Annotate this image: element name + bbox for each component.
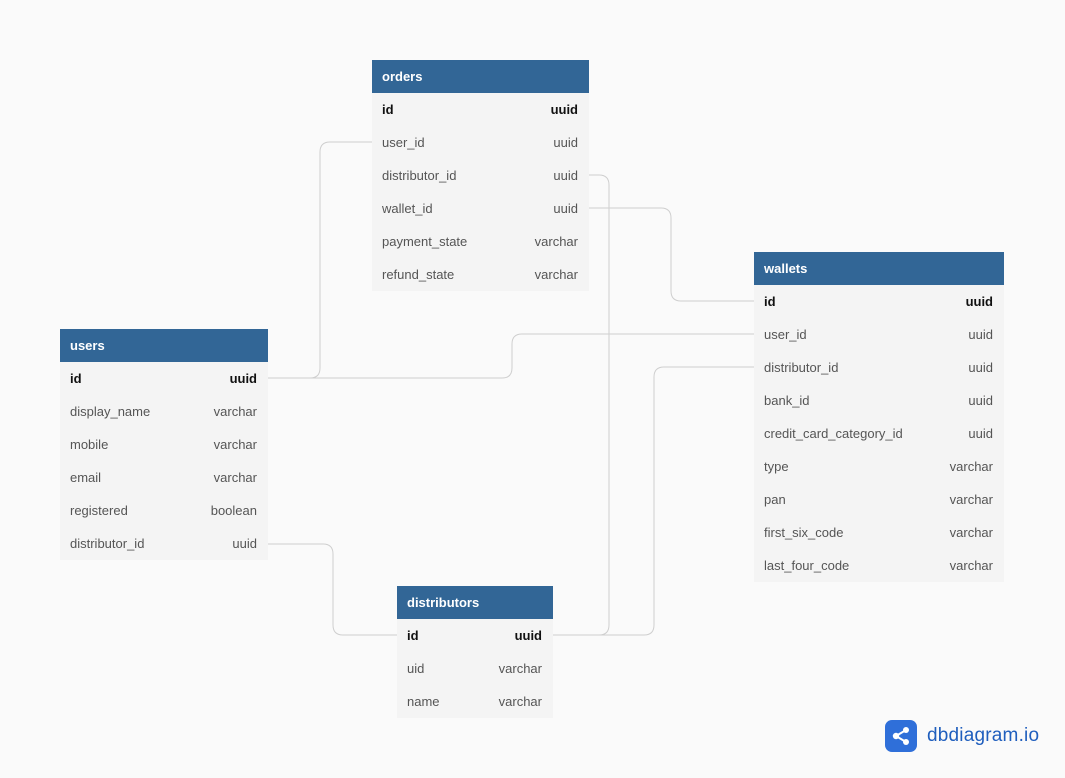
field-row-mobile[interactable]: mobile varchar <box>60 428 268 461</box>
field-type: varchar <box>534 267 578 282</box>
field-type: uuid <box>514 628 542 643</box>
field-name: distributor_id <box>764 360 839 375</box>
field-name: email <box>70 470 102 485</box>
field-name: mobile <box>70 437 109 452</box>
field-row-bank-id[interactable]: bank_id uuid <box>754 384 1004 417</box>
table-orders[interactable]: orders id uuid user_id uuid distributor_… <box>372 60 589 291</box>
rel-wallets-user-id-to-users-id <box>268 333 754 379</box>
field-name: name <box>407 694 440 709</box>
field-row-wallet-id[interactable]: wallet_id uuid <box>372 192 589 225</box>
field-type: varchar <box>534 234 578 249</box>
field-name: distributor_id <box>70 536 145 551</box>
field-type: varchar <box>498 694 542 709</box>
table-header-users[interactable]: users <box>60 329 268 362</box>
rel-orders-wallet-id-to-wallets-id <box>589 207 754 302</box>
field-row-payment-state[interactable]: payment_state varchar <box>372 225 589 258</box>
field-name: user_id <box>382 135 425 150</box>
field-type: varchar <box>949 492 993 507</box>
field-name: payment_state <box>382 234 468 249</box>
table-title: orders <box>382 69 423 84</box>
field-name: id <box>382 102 394 117</box>
table-distributors[interactable]: distributors id uuid uid varchar name va… <box>397 586 553 718</box>
field-type: varchar <box>949 525 993 540</box>
field-row-id[interactable]: id uuid <box>397 619 553 652</box>
field-type: varchar <box>213 404 257 419</box>
field-name: refund_state <box>382 267 455 282</box>
field-row-registered[interactable]: registered boolean <box>60 494 268 527</box>
field-type: varchar <box>949 558 993 573</box>
field-name: registered <box>70 503 128 518</box>
field-type: varchar <box>498 661 542 676</box>
table-wallets[interactable]: wallets id uuid user_id uuid distributor… <box>754 252 1004 582</box>
field-type: uuid <box>968 360 993 375</box>
field-type: uuid <box>965 294 993 309</box>
table-header-distributors[interactable]: distributors <box>397 586 553 619</box>
field-row-email[interactable]: email varchar <box>60 461 268 494</box>
field-type: boolean <box>210 503 257 518</box>
field-type: varchar <box>949 459 993 474</box>
field-name: wallet_id <box>382 201 433 216</box>
field-name: id <box>70 371 82 386</box>
field-row-id[interactable]: id uuid <box>60 362 268 395</box>
field-type: uuid <box>553 135 578 150</box>
field-type: uuid <box>553 168 578 183</box>
field-row-first-six-code[interactable]: first_six_code varchar <box>754 516 1004 549</box>
field-row-uid[interactable]: uid varchar <box>397 652 553 685</box>
field-row-distributor-id[interactable]: distributor_id uuid <box>372 159 589 192</box>
table-title: users <box>70 338 105 353</box>
rel-orders-user-id-to-users-id <box>268 141 372 379</box>
rel-orders-distributor-id-to-distributors-id <box>553 174 610 636</box>
field-name: bank_id <box>764 393 810 408</box>
field-name: user_id <box>764 327 807 342</box>
field-row-distributor-id[interactable]: distributor_id uuid <box>754 351 1004 384</box>
field-name: id <box>407 628 419 643</box>
brand-name: dbdiagram.io <box>927 725 1040 746</box>
field-type: uuid <box>553 201 578 216</box>
rel-wallets-distributor-id-to-distributors-id <box>553 366 754 636</box>
field-row-user-id[interactable]: user_id uuid <box>754 318 1004 351</box>
field-type: varchar <box>213 437 257 452</box>
share-nodes-icon <box>885 720 917 752</box>
field-row-user-id[interactable]: user_id uuid <box>372 126 589 159</box>
field-type: uuid <box>550 102 578 117</box>
field-name: id <box>764 294 776 309</box>
field-name: last_four_code <box>764 558 850 573</box>
field-row-pan[interactable]: pan varchar <box>754 483 1004 516</box>
field-name: credit_card_category_id <box>764 426 903 441</box>
field-type: varchar <box>213 470 257 485</box>
field-name: first_six_code <box>764 525 844 540</box>
table-header-orders[interactable]: orders <box>372 60 589 93</box>
field-type: uuid <box>968 393 993 408</box>
field-row-id[interactable]: id uuid <box>372 93 589 126</box>
field-row-display-name[interactable]: display_name varchar <box>60 395 268 428</box>
table-title: distributors <box>407 595 480 610</box>
table-users[interactable]: users id uuid display_name varchar mobil… <box>60 329 268 560</box>
field-type: uuid <box>968 327 993 342</box>
field-row-id[interactable]: id uuid <box>754 285 1004 318</box>
brand-watermark[interactable]: dbdiagram.io <box>885 719 1039 753</box>
field-row-name[interactable]: name varchar <box>397 685 553 718</box>
field-name: pan <box>764 492 786 507</box>
field-type: uuid <box>232 536 257 551</box>
field-row-type[interactable]: type varchar <box>754 450 1004 483</box>
field-row-distributor-id[interactable]: distributor_id uuid <box>60 527 268 560</box>
field-row-last-four-code[interactable]: last_four_code varchar <box>754 549 1004 582</box>
field-row-refund-state[interactable]: refund_state varchar <box>372 258 589 291</box>
table-header-wallets[interactable]: wallets <box>754 252 1004 285</box>
field-name: type <box>764 459 789 474</box>
rel-users-distributor-id-to-distributors-id <box>268 543 397 636</box>
field-row-credit-card-category-id[interactable]: credit_card_category_id uuid <box>754 417 1004 450</box>
field-name: display_name <box>70 404 151 419</box>
field-name: distributor_id <box>382 168 457 183</box>
field-type: uuid <box>229 371 257 386</box>
field-type: uuid <box>968 426 993 441</box>
table-title: wallets <box>764 261 808 276</box>
field-name: uid <box>407 661 425 676</box>
